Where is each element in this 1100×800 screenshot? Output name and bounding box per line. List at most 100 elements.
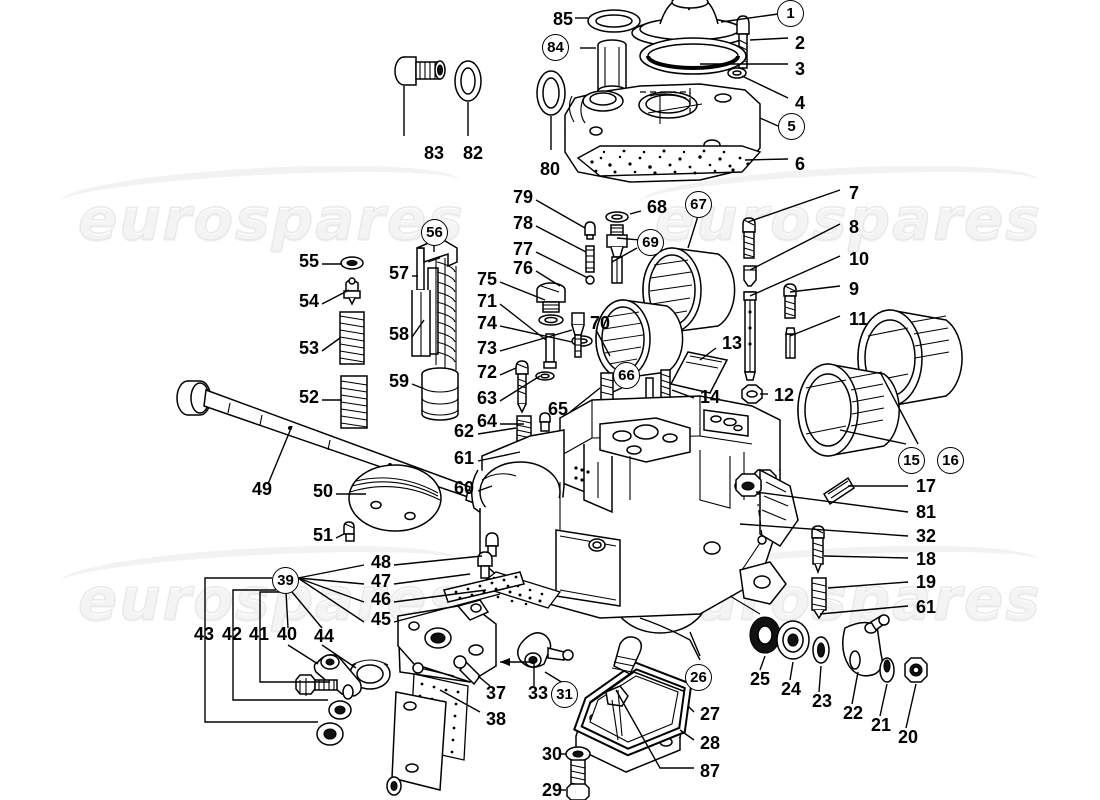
callout-19: 19 xyxy=(916,572,937,592)
watermark-text-top-left: eurospares xyxy=(77,184,465,254)
part-30-washer xyxy=(565,746,591,762)
callout-59: 59 xyxy=(389,371,410,391)
callout-47: 47 xyxy=(371,571,392,591)
callout-circle-39: 39 xyxy=(272,567,299,594)
callout-49: 49 xyxy=(252,479,273,499)
callout-70: 70 xyxy=(590,313,611,333)
callout-68: 68 xyxy=(647,197,668,217)
callout-circle-31: 31 xyxy=(551,681,578,708)
callout-32: 32 xyxy=(916,526,937,546)
callout-circle-5: 5 xyxy=(778,113,805,140)
callout-40: 40 xyxy=(277,624,298,644)
callout-83: 83 xyxy=(424,143,445,163)
callout-circle-84: 84 xyxy=(542,34,569,61)
part-10-emulsion-tube-long xyxy=(743,291,757,381)
part-54-valve xyxy=(343,277,361,306)
callout-65: 65 xyxy=(548,399,569,419)
callout-circle-56: 56 xyxy=(421,219,448,246)
callout-37: 37 xyxy=(486,683,507,703)
callout-81: 81 xyxy=(916,502,937,522)
part-82-oring xyxy=(454,60,482,102)
part-41-bolt xyxy=(295,674,338,696)
part-85-gasket-ring xyxy=(587,9,641,33)
callout-12: 12 xyxy=(774,385,795,405)
callout-circle-15: 15 xyxy=(898,447,925,474)
part-72-screw xyxy=(515,360,529,414)
part-19-spring xyxy=(811,577,827,620)
callout-30: 30 xyxy=(542,744,563,764)
part-26-needle-housing xyxy=(611,636,643,676)
callout-41: 41 xyxy=(249,624,270,644)
part-78-jet xyxy=(585,245,595,273)
part-12-nut xyxy=(741,384,763,404)
part-56-57-58-pump-lever xyxy=(411,237,458,357)
callout-45: 45 xyxy=(371,609,392,629)
part-68-washer xyxy=(605,211,629,223)
callout-10: 10 xyxy=(849,249,870,269)
callout-8: 8 xyxy=(849,217,860,237)
callout-33: 33 xyxy=(528,683,549,703)
watermark-text-top-right: eurospares xyxy=(654,184,1042,254)
part-55-washer xyxy=(340,256,364,270)
part-13-gasket-plate xyxy=(669,351,729,394)
pump-body-assembly xyxy=(397,589,497,683)
part-84-filter xyxy=(597,39,627,97)
callout-62: 62 xyxy=(454,421,475,441)
callout-circle-1: 1 xyxy=(777,0,804,27)
part-23-washer xyxy=(812,636,830,664)
callout-60: 60 xyxy=(454,478,475,498)
part-67-filter-cylinders xyxy=(595,247,736,379)
part-29-bolt xyxy=(566,759,590,800)
callout-21: 21 xyxy=(871,715,892,735)
callout-14: 14 xyxy=(700,387,721,407)
callout-46: 46 xyxy=(371,589,392,609)
part-79-screw xyxy=(584,221,596,240)
part-65-washer xyxy=(535,371,555,381)
callout-55: 55 xyxy=(299,251,320,271)
callout-23: 23 xyxy=(812,691,833,711)
callout-4: 4 xyxy=(795,93,806,113)
part-50-throttle-disc xyxy=(348,464,442,532)
callout-82: 82 xyxy=(463,143,484,163)
part-62-plug xyxy=(539,412,551,432)
callout-42: 42 xyxy=(222,624,243,644)
part-33-arrow xyxy=(500,658,534,666)
part-7-emulsion-tube xyxy=(742,217,756,259)
callout-circle-16: 16 xyxy=(937,447,964,474)
callout-80: 80 xyxy=(540,159,561,179)
callout-75: 75 xyxy=(477,269,498,289)
callout-29: 29 xyxy=(542,780,563,800)
callout-13: 13 xyxy=(722,333,743,353)
part-4-washer xyxy=(727,67,747,79)
callout-61-left: 61 xyxy=(454,448,475,468)
part-42-washer xyxy=(328,700,352,720)
callout-17: 17 xyxy=(916,476,937,496)
callout-48: 48 xyxy=(371,552,392,572)
callout-11: 11 xyxy=(849,309,869,329)
callout-circle-66: 66 xyxy=(613,362,640,389)
part-31-lever xyxy=(517,632,574,668)
part-52-spring-short xyxy=(340,375,368,429)
part-25-bushing xyxy=(749,616,781,654)
callout-51: 51 xyxy=(313,525,334,545)
part-24-washer-stack xyxy=(776,620,810,660)
callout-71: 71 xyxy=(477,291,498,311)
callout-50: 50 xyxy=(313,481,334,501)
callout-85: 85 xyxy=(553,9,574,29)
callout-58: 58 xyxy=(389,324,410,344)
callout-44: 44 xyxy=(314,626,335,646)
callout-circle-69: 69 xyxy=(637,229,664,256)
callout-7: 7 xyxy=(849,183,860,203)
part-73-needle-valve xyxy=(571,312,585,358)
part-21-clip xyxy=(879,657,895,683)
callout-20: 20 xyxy=(898,727,919,747)
callout-18: 18 xyxy=(916,549,937,569)
part-8-jet xyxy=(743,265,757,287)
callout-52: 52 xyxy=(299,387,320,407)
callout-63: 63 xyxy=(477,388,498,408)
part-80-seal-ring xyxy=(536,70,566,116)
part-43-nut xyxy=(316,722,344,746)
part-59-bellows xyxy=(421,367,459,421)
callout-6: 6 xyxy=(795,154,806,174)
